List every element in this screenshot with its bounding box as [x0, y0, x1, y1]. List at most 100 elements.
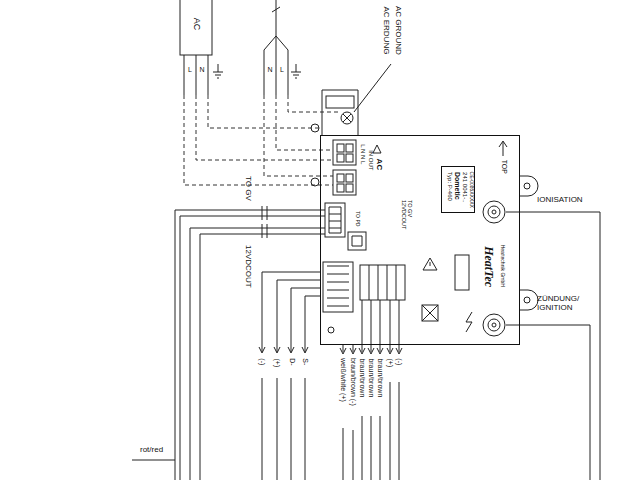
wire-label: D- — [287, 358, 295, 365]
wire-label: (-) — [395, 358, 403, 365]
control-board: TOP ACIN OUTL N N L TO GV 12VDCOUT TO PD Hea… — [320, 135, 520, 345]
drawing-line — [190, 228, 325, 480]
drawing-line — [132, 460, 175, 461]
board-text: TO GV 12VDCOUT — [401, 200, 413, 232]
wire-label: AC — [191, 18, 201, 31]
drawing-line — [369, 265, 396, 300]
drawing-line — [328, 327, 334, 333]
drawing-line — [288, 95, 341, 112]
drawing-line — [346, 154, 353, 162]
drawing-line — [346, 184, 353, 192]
drawing-line — [506, 325, 590, 480]
wire-label: S- — [301, 358, 309, 365]
drawing-line — [492, 323, 496, 327]
drawing-line — [337, 174, 344, 182]
board-details — [311, 64, 538, 345]
board-text: HeatTec — [481, 246, 494, 287]
output-wires — [132, 206, 600, 480]
drawing-line — [337, 184, 344, 192]
label-text: CE-0085XXXXX — [468, 172, 474, 208]
wire-label: weiß/white (+) — [339, 358, 347, 402]
drawing-line — [483, 201, 505, 223]
drawing-line — [506, 212, 600, 480]
drawing-line — [492, 210, 496, 214]
drawing-line — [180, 216, 325, 480]
drawing-line — [262, 378, 305, 480]
wire-label: braun/brown (-) — [349, 358, 357, 406]
drawing-line — [311, 124, 319, 132]
drawing-line — [333, 170, 356, 195]
drawing-line — [455, 255, 469, 290]
drawing-line — [524, 297, 530, 303]
drawing-line — [213, 64, 223, 78]
drawing-line — [488, 206, 500, 218]
board-text: L N N L — [360, 144, 367, 164]
drawing-line — [264, 36, 288, 95]
drawing-line — [291, 64, 301, 78]
wire-label: N — [268, 66, 273, 74]
wire-label: (-) — [258, 358, 266, 365]
ac-cables — [180, 0, 301, 95]
drawing-line — [348, 232, 366, 250]
drawing-line — [262, 272, 320, 352]
drawing-line — [520, 290, 538, 310]
drawing-line — [466, 312, 472, 332]
drawing-line — [184, 55, 208, 95]
drawing-line — [337, 144, 344, 152]
drawing-line — [208, 95, 322, 128]
drawing-line — [276, 95, 333, 150]
board-text: Heattechnik GmbH — [499, 245, 505, 287]
wire-label: AC GROUND — [393, 6, 402, 55]
drawing-line — [337, 154, 344, 162]
board-text: TOP — [500, 160, 508, 174]
drawing-line — [483, 314, 505, 336]
drawing-line — [488, 319, 500, 331]
drawing-line — [360, 265, 405, 300]
label-text: Typ: P-460 — [446, 172, 453, 201]
drawing-line — [333, 140, 356, 165]
drawing-line — [175, 210, 325, 480]
drawing-line — [311, 178, 319, 186]
board-text: IN OUT — [368, 150, 375, 170]
wire-label: braun/brown — [376, 358, 384, 397]
drawing-line — [346, 174, 353, 182]
wire-label: L — [280, 66, 284, 74]
drawing-line — [499, 141, 507, 156]
wire-label: IONISATION — [537, 196, 583, 205]
drawing-line — [184, 95, 333, 185]
label-text: 241 0041-.. — [462, 172, 469, 202]
drawing-line — [354, 64, 391, 112]
drawing-line — [524, 183, 530, 189]
drawing-line — [343, 114, 351, 122]
drawing-line — [329, 207, 341, 233]
wire-label: ZÜNDUNG/ IGNITION — [537, 295, 601, 313]
drawing-line — [520, 176, 538, 196]
drawing-line — [362, 300, 399, 345]
drawing-line — [422, 305, 438, 321]
board-text: AC — [374, 158, 383, 170]
board-text: TO PD — [354, 211, 360, 226]
drawing-line — [423, 258, 437, 270]
wire-label: L — [188, 66, 192, 74]
drawing-line — [422, 305, 438, 321]
drawing-line — [346, 144, 353, 152]
wire-label: braun/brown — [358, 358, 366, 397]
drawing-line — [180, 0, 212, 55]
wire-label: N — [200, 66, 205, 74]
drawing-line — [272, 0, 280, 36]
drawing-line — [322, 90, 358, 135]
wire-label: (+) — [386, 358, 394, 367]
drawing-line — [326, 96, 354, 108]
drawing-line — [323, 262, 353, 312]
wire-label: braun/brown — [367, 358, 375, 397]
wire-label: TO GV — [242, 176, 251, 201]
wire-label: 12VDCOUT — [242, 245, 251, 288]
label-text: Dometic — [453, 172, 461, 200]
ac-dashed-wires — [184, 95, 341, 185]
wire-label: rot/red — [140, 446, 163, 455]
wire-label: AC ERDUNG — [382, 6, 391, 54]
drawing-line — [200, 234, 325, 480]
drawing-line — [325, 203, 345, 237]
wire-label: (+) — [273, 358, 281, 367]
